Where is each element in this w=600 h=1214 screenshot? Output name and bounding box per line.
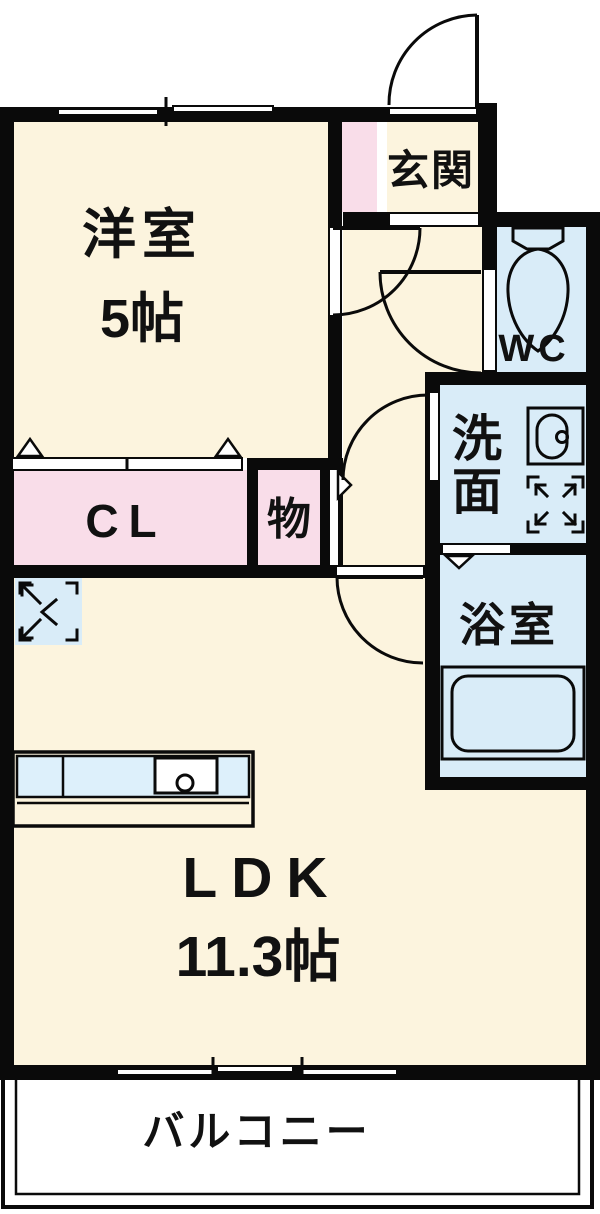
- label-ldk-size: 11.3帖: [176, 925, 341, 989]
- washroom-door-swing: [341, 393, 430, 481]
- door-swings: [332, 13, 482, 665]
- label-storage: 物: [267, 495, 311, 544]
- wc-door-opening: [484, 270, 495, 370]
- closet-door-arrow-icon: [213, 436, 243, 458]
- room-closet: [12, 470, 247, 565]
- washroom-door-opening: [427, 393, 438, 480]
- entrance-door-swing: [387, 13, 479, 107]
- room-ldk: [14, 578, 586, 1065]
- ldk-door-opening: [337, 567, 423, 576]
- entrance-threshold: [388, 107, 478, 116]
- sliding-window-top: [57, 97, 274, 126]
- label-entrance: 玄関: [387, 147, 475, 194]
- storage-door-strip: [330, 470, 338, 565]
- kitchen-faucet-icon: [175, 773, 195, 793]
- western-door-swing: [332, 226, 422, 317]
- walls: [0, 103, 600, 1080]
- kitchen-counter-icon: [11, 750, 255, 828]
- wall-openings: [11, 97, 510, 1088]
- fixtures: [11, 226, 586, 828]
- bathtub-icon: [440, 665, 586, 761]
- toilet-icon: [506, 226, 570, 353]
- ldk-door-swing: [335, 575, 424, 665]
- room-entrance: [387, 113, 478, 212]
- hallway-upper: [343, 227, 482, 372]
- label-washroom-2: 面: [452, 464, 502, 520]
- label-closet: CL: [85, 495, 166, 547]
- room-storage: [258, 470, 320, 565]
- refrigerator-space-icon: [15, 578, 82, 645]
- label-western-room: 洋室: [82, 205, 202, 265]
- bathroom-door-opening: [443, 545, 510, 553]
- closet-door-arrow-icon: [15, 436, 45, 458]
- cabinet-edge: [377, 113, 387, 212]
- closet-doors: [11, 436, 243, 471]
- room-western: [14, 122, 328, 458]
- western-door-opening: [330, 228, 340, 315]
- label-wc: WC: [498, 328, 569, 370]
- label-bathroom: 浴室: [459, 599, 559, 651]
- entrance-hall-opening: [390, 214, 478, 225]
- washing-machine-space-icon: [526, 475, 585, 534]
- label-balcony: バルコニー: [142, 1108, 371, 1155]
- wc-door-swing: [378, 270, 482, 375]
- label-washroom-1: 洗: [452, 411, 502, 467]
- room-labels: 洋室 5帖 玄関 WC 洗 面 浴室 CL 物 LDK 11.3帖 バルコニー: [82, 147, 569, 1155]
- label-ldk: LDK: [182, 846, 341, 910]
- entrance-side-cabinet: [342, 113, 378, 212]
- label-western-room-size: 5帖: [100, 289, 184, 349]
- hallway-lower: [343, 372, 425, 565]
- bathroom-door-fold-icon: [442, 554, 476, 570]
- washbasin-icon: [526, 406, 585, 466]
- balcony: [1, 1080, 594, 1209]
